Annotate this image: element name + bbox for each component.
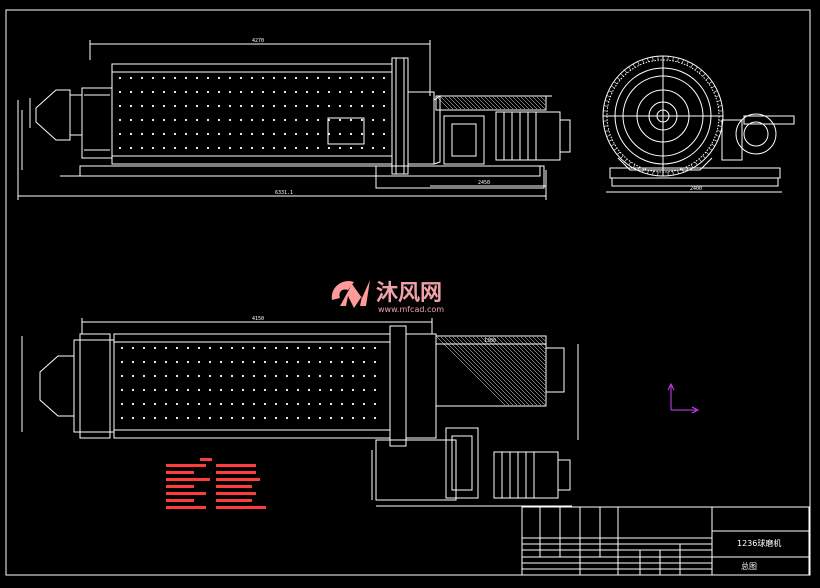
reducer-plan [445, 427, 479, 499]
guard-hatch-plan [436, 336, 546, 406]
mill-shell-plan [113, 333, 391, 439]
plan-view-bottom [21, 318, 579, 507]
liner-bolts-plan [120, 346, 377, 420]
technical-notes [166, 458, 266, 509]
title-block-drawing-type: 总图 [741, 561, 757, 571]
watermark-url: www.mfcad.com [378, 305, 444, 314]
ucs-axis-icon [667, 382, 700, 414]
title-block-drawing-name: 1236球磨机 [737, 538, 781, 548]
manhole-door [327, 117, 365, 145]
side-view [602, 55, 795, 193]
pinion [735, 113, 777, 155]
girth-gear [391, 57, 409, 175]
feed-cone-plan [39, 355, 75, 417]
dim-top-shell: 4270 [252, 38, 264, 44]
dim-side-base: 2400 [690, 186, 702, 192]
guard-hatch-top [436, 96, 546, 110]
mf-logo-icon [331, 280, 370, 308]
reducer [443, 115, 485, 165]
base-frame [79, 165, 541, 177]
liner-bolts-top [118, 76, 386, 150]
sheet-border [5, 9, 811, 576]
gear-teeth [603, 56, 723, 176]
title-block [521, 506, 810, 576]
feed-cone [35, 89, 71, 141]
dim-bottom-motor: 1300 [484, 338, 496, 344]
front-view-top [17, 40, 571, 200]
watermark-brand: 沐风网 [376, 281, 442, 306]
girth-gear-plan [389, 325, 407, 447]
dim-top-motor: 2450 [478, 180, 490, 186]
dim-top-overall: 6331.1 [275, 190, 293, 196]
dim-bottom-shell: 4150 [252, 316, 264, 322]
